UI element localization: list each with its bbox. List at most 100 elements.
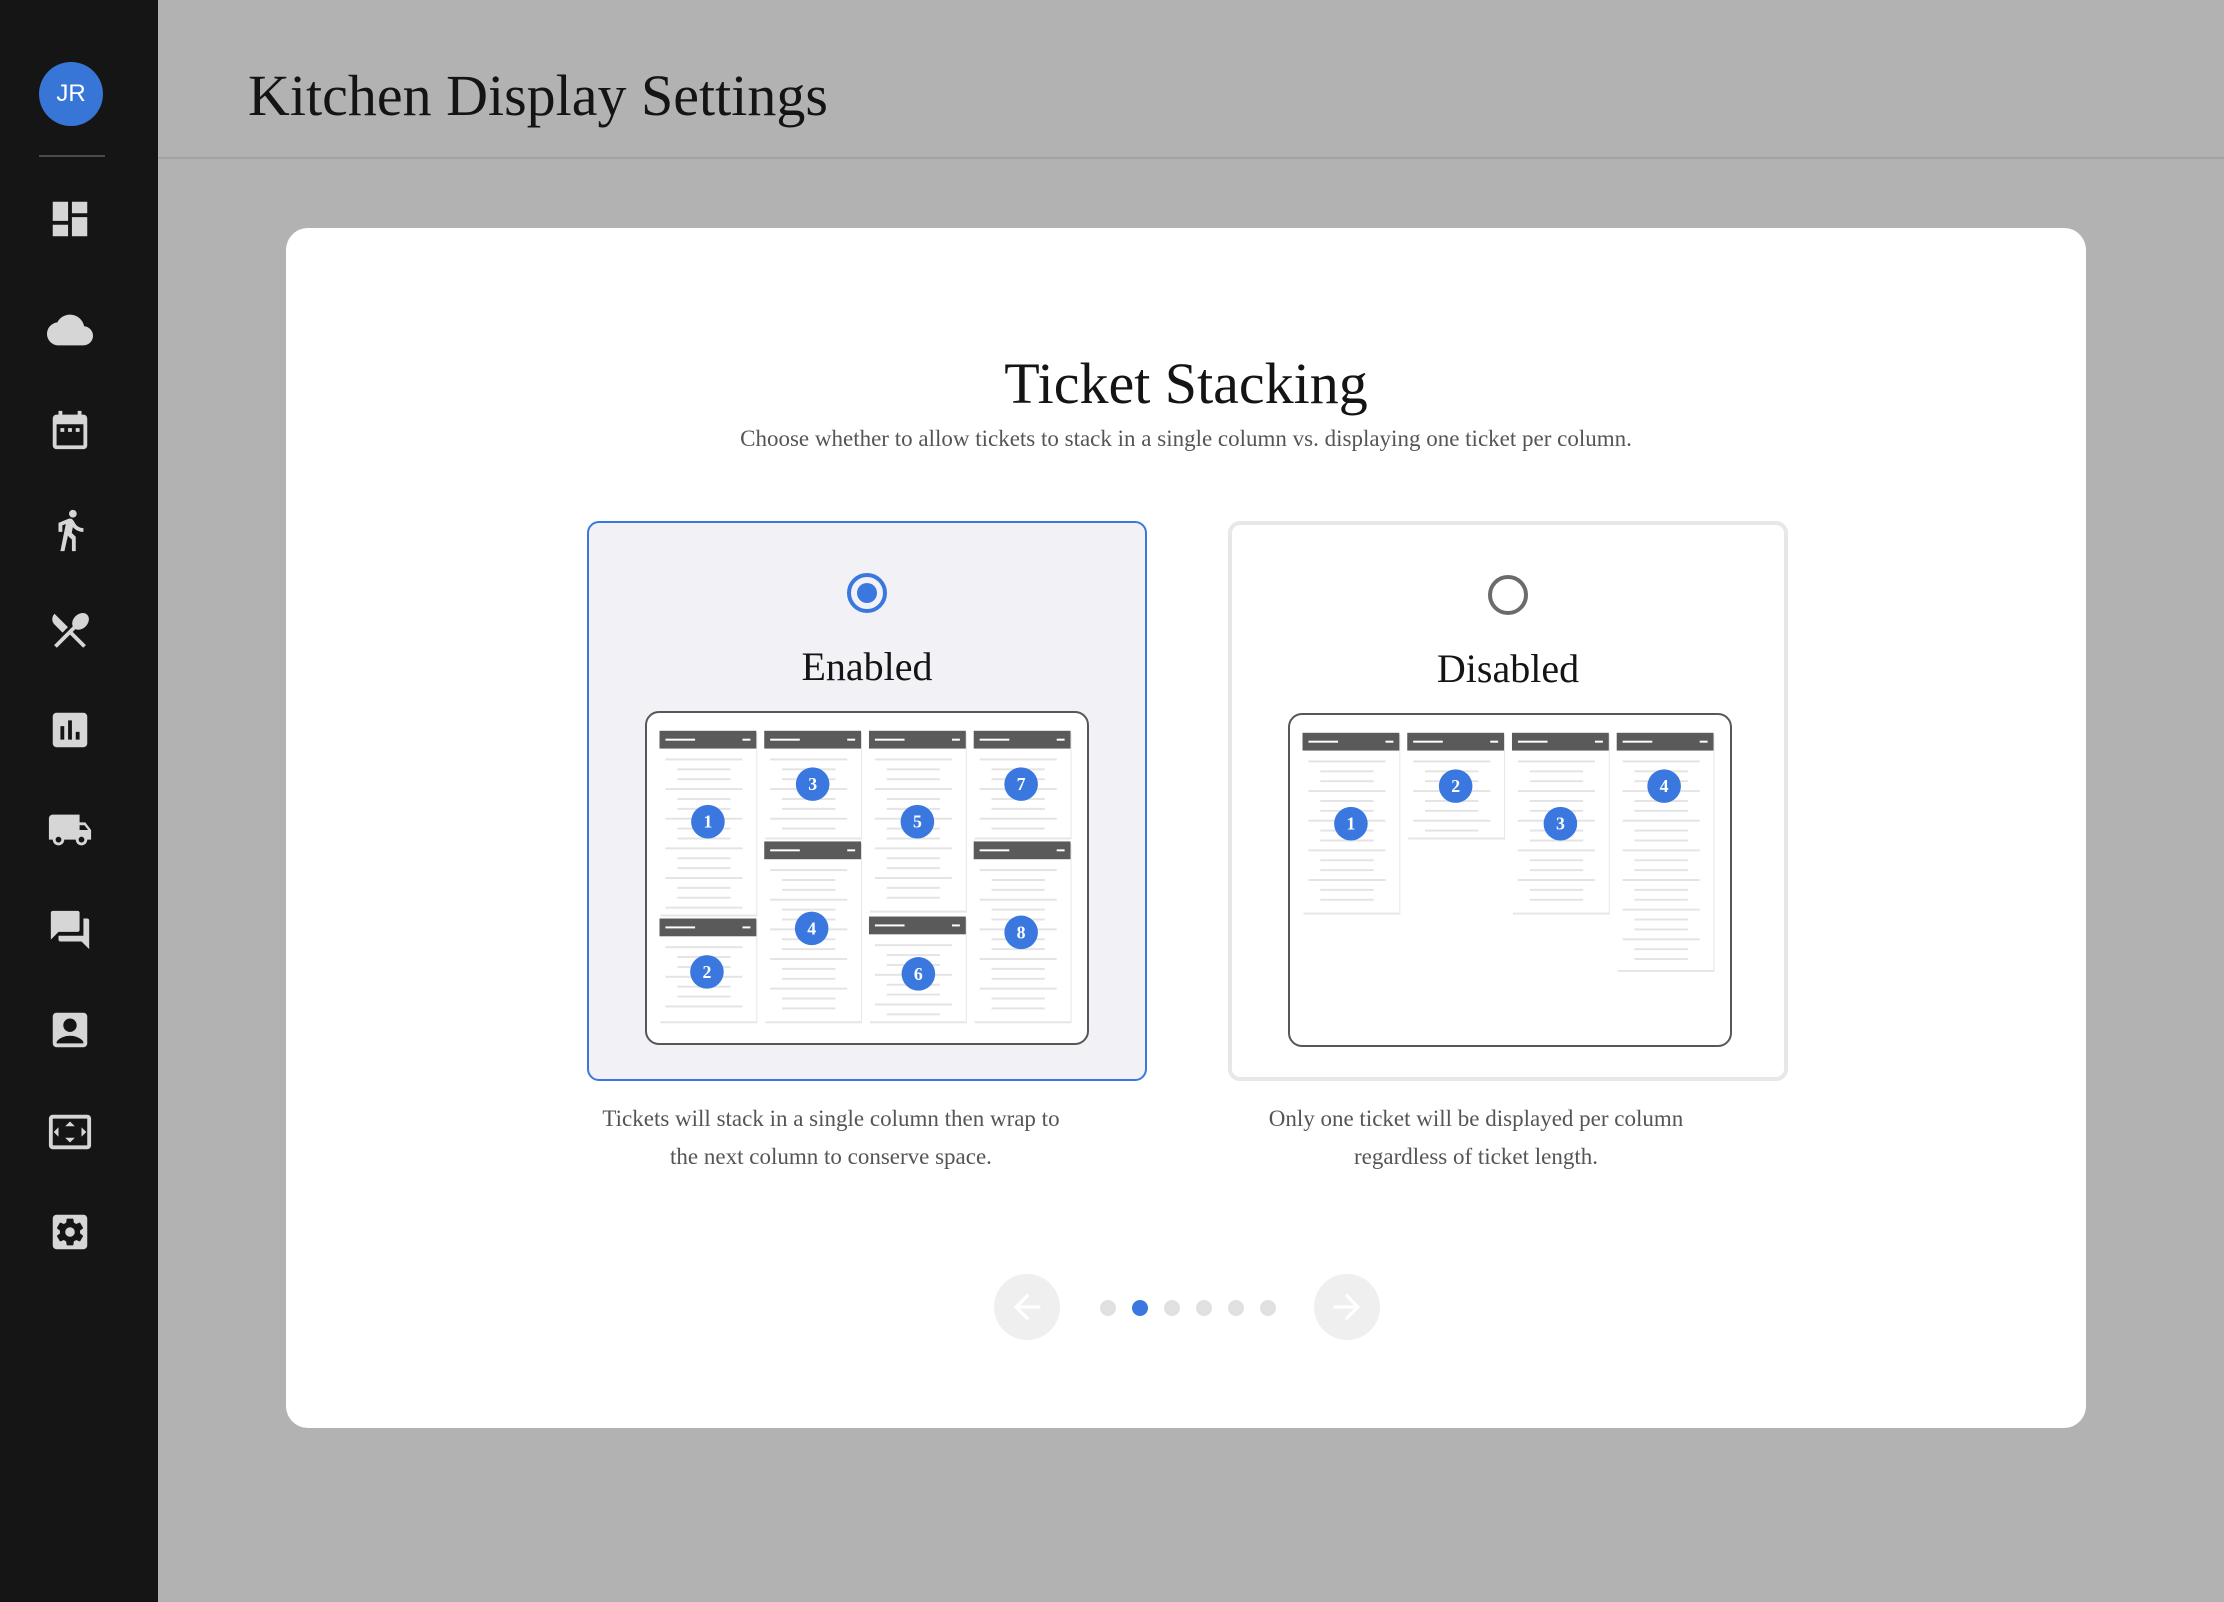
stacked-ticket-6-header-line xyxy=(874,924,905,927)
stacked-ticket-2-line xyxy=(665,1005,743,1008)
pager-dot-3[interactable] xyxy=(1164,1300,1180,1316)
stacked-ticket-4-line xyxy=(782,878,836,881)
stacked-ticket-1-line xyxy=(665,906,743,909)
stacked-ticket-5-line xyxy=(886,778,941,781)
single-ticket-3-line xyxy=(1529,898,1584,901)
stacked-ticket-4-line xyxy=(782,967,836,970)
single-ticket-4-line xyxy=(1634,918,1688,921)
stacked-ticket-3-header xyxy=(764,730,862,749)
stacked-ticket-4-line xyxy=(782,997,836,1000)
stacked-ticket-1-line xyxy=(677,778,731,781)
stacked-ticket-5-line xyxy=(886,768,941,771)
single-ticket-4-header-dash xyxy=(1699,740,1708,743)
delivery-truck-icon[interactable] xyxy=(44,804,96,856)
next-arrow-button[interactable] xyxy=(1314,1274,1380,1340)
card-subtitle: Choose whether to allow tickets to stack… xyxy=(740,426,1632,451)
pager-dot-6[interactable] xyxy=(1260,1300,1276,1316)
single-ticket-2-line xyxy=(1413,819,1491,822)
stacked-ticket-7-line xyxy=(979,758,1057,761)
calendar-icon[interactable] xyxy=(44,404,96,456)
single-ticket-4-header xyxy=(1616,732,1714,751)
sidebar: JR xyxy=(0,0,158,1602)
stacked-ticket-2-line xyxy=(677,995,731,998)
stacked-ticket-1-line xyxy=(665,877,743,879)
stacked-ticket-4-line xyxy=(782,977,836,980)
single-ticket-1-line xyxy=(1308,790,1386,793)
dashboard-icon[interactable] xyxy=(44,193,96,245)
stacked-ticket-4-header xyxy=(764,841,862,860)
single-ticket-4-line xyxy=(1622,938,1700,941)
disabled-description-line2: regardless of ticket length. xyxy=(1354,1144,1598,1169)
stacked-ticket-6-line xyxy=(886,954,941,957)
pager-dot-4[interactable] xyxy=(1196,1300,1212,1316)
stacked-ticket-7-line xyxy=(991,807,1045,810)
single-ticket-4-line xyxy=(1634,839,1688,842)
enabled-radio[interactable] xyxy=(847,573,887,613)
stacked-ticket-badge-6 xyxy=(901,957,936,991)
single-ticket-4-line xyxy=(1634,928,1688,931)
arrow-left-icon xyxy=(1013,1293,1041,1321)
chat-icon[interactable] xyxy=(44,904,96,956)
screen-expand-icon[interactable] xyxy=(44,1106,96,1158)
single-ticket-4-line xyxy=(1622,849,1700,852)
stacked-ticket-badge-6-label: 6 xyxy=(914,964,923,984)
pager-dot-2[interactable] xyxy=(1132,1300,1148,1316)
stacked-ticket-badge-7-label: 7 xyxy=(1017,774,1026,794)
single-ticket-4-line xyxy=(1622,908,1700,911)
walking-person-icon[interactable] xyxy=(44,504,96,556)
single-ticket-1-line xyxy=(1308,760,1386,763)
utensils-icon[interactable] xyxy=(44,604,96,656)
contact-card-icon[interactable] xyxy=(44,1004,96,1056)
stacked-ticket-7-line xyxy=(979,817,1057,820)
stacked-ticket-8-line xyxy=(991,948,1045,951)
stacked-ticket-badge-3 xyxy=(795,767,830,801)
single-ticket-4-line xyxy=(1622,760,1700,763)
single-ticket-1-line xyxy=(1308,879,1386,881)
stacked-ticket-5-header-line xyxy=(874,738,905,741)
arrow-right-icon xyxy=(1333,1293,1361,1321)
stacked-ticket-6-header-dash xyxy=(951,924,960,927)
stacked-ticket-4-line xyxy=(770,987,848,990)
stacked-ticket-5-line xyxy=(886,886,941,889)
disabled-radio[interactable] xyxy=(1488,575,1528,615)
stacked-ticket-badge-5-label: 5 xyxy=(913,812,922,832)
single-ticket-1-line xyxy=(1320,780,1374,783)
stacked-ticket-3-header-line xyxy=(770,738,800,741)
stacked-ticket-5-line xyxy=(886,857,941,860)
stacked-ticket-1-line xyxy=(677,768,731,771)
settings-gear-icon[interactable] xyxy=(44,1206,96,1258)
stacked-ticket-2-header-dash xyxy=(742,926,751,929)
single-ticket-3-header xyxy=(1511,732,1609,751)
single-ticket-4-line xyxy=(1634,948,1688,951)
single-ticket-3-line xyxy=(1517,879,1595,881)
previous-arrow-button[interactable] xyxy=(994,1274,1060,1340)
stacked-ticket-6-line xyxy=(886,993,941,996)
single-ticket-2-header-line xyxy=(1413,740,1443,743)
stacked-ticket-1-line xyxy=(677,837,731,840)
stacked-ticket-badge-4 xyxy=(794,911,829,946)
stacked-ticket-8-line xyxy=(991,967,1045,970)
stacked-ticket-5-line xyxy=(886,867,941,870)
single-ticket-2-header xyxy=(1407,732,1505,751)
pager-dot-1[interactable] xyxy=(1100,1300,1116,1316)
card-title: Ticket Stacking xyxy=(1004,351,1368,416)
stacked-ticket-1-line xyxy=(677,886,731,889)
sidebar-divider xyxy=(39,155,105,157)
single-ticket-3-line xyxy=(1529,859,1584,862)
disabled-label: Disabled xyxy=(1436,646,1580,691)
stacked-ticket-8-line xyxy=(979,987,1057,990)
single-ticket-badge-4 xyxy=(1647,769,1681,803)
single-ticket-3-line xyxy=(1517,790,1595,793)
pager-dot-5[interactable] xyxy=(1228,1300,1244,1316)
stacked-ticket-1-line xyxy=(677,857,731,860)
single-ticket-1-line xyxy=(1308,849,1386,852)
cloud-icon[interactable] xyxy=(44,304,96,356)
stacked-ticket-4-line xyxy=(782,1007,836,1010)
page-title: Kitchen Display Settings xyxy=(248,63,828,128)
single-ticket-3-line xyxy=(1517,849,1595,852)
single-ticket-1-line xyxy=(1320,839,1374,842)
bar-chart-icon[interactable] xyxy=(44,704,96,756)
avatar[interactable]: JR xyxy=(39,62,103,126)
